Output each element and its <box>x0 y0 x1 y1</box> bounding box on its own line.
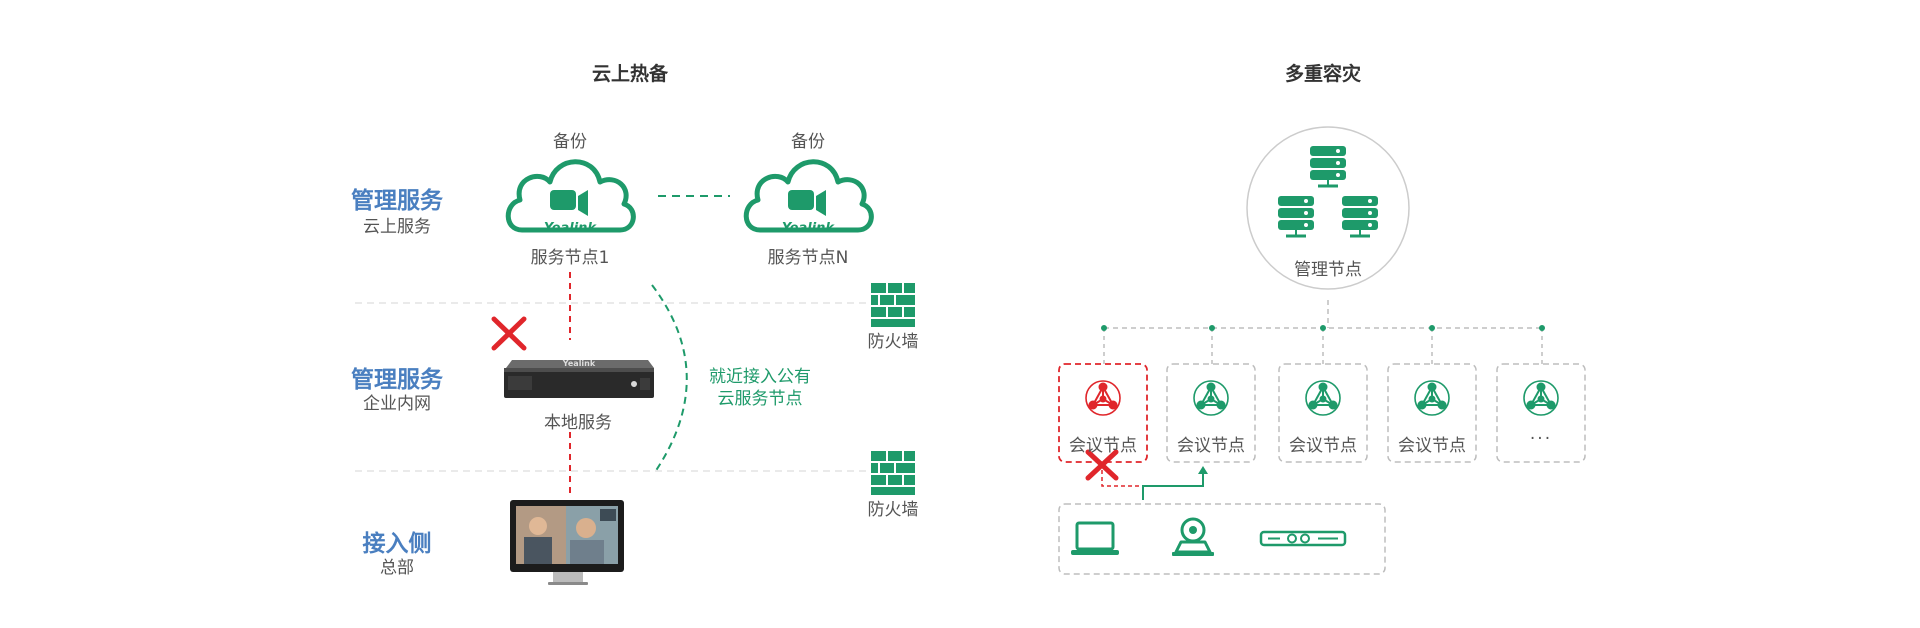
tier-access-sub: 总部 <box>380 558 414 578</box>
server-icon <box>1340 194 1380 238</box>
rack-brand-logo: Yealink <box>562 359 596 368</box>
meeting-node-label: 会议节点 <box>1177 436 1245 456</box>
tier-intranet-main: 管理服务 <box>351 367 443 393</box>
mesh-network-icon <box>1414 380 1450 416</box>
failure-x-icon <box>491 316 527 351</box>
more-nodes-ellipsis: ··· <box>1529 429 1553 449</box>
bus-junctions <box>1101 325 1545 331</box>
cloud-icon <box>746 162 871 230</box>
server-icon <box>1308 144 1348 188</box>
tier-cloud-main: 管理服务 <box>351 188 443 214</box>
mesh-network-icon <box>1305 380 1341 416</box>
right-section-title: 多重容灾 <box>1284 63 1362 85</box>
tier-cloud-sub: 云上服务 <box>363 217 431 237</box>
mesh-network-icon <box>1523 380 1559 416</box>
server-icon <box>1276 194 1316 238</box>
meeting-node-label: 会议节点 <box>1069 436 1137 456</box>
video-bar-icon <box>1259 530 1347 547</box>
firewall-icon <box>870 282 916 328</box>
cloud-brand-logo: Yealink <box>543 221 597 236</box>
endpoint-group-box <box>1058 503 1386 575</box>
failed-connection <box>1101 470 1143 487</box>
tier-access-main: 接入侧 <box>362 531 432 557</box>
rack-server-icon <box>504 360 654 398</box>
tier-intranet-sub: 企业内网 <box>363 394 431 414</box>
firewall-label: 防火墙 <box>867 500 919 520</box>
local-service-label: 本地服务 <box>544 413 612 433</box>
laptop-icon <box>1071 521 1119 555</box>
left-section-title: 云上热备 <box>591 63 669 85</box>
cloud-brand-logo: Yealink <box>781 221 835 236</box>
meeting-node-label: 会议节点 <box>1289 436 1357 456</box>
backup-label: 备份 <box>553 132 587 152</box>
nearest-access-note-line2: 云服务节点 <box>717 389 803 409</box>
monitor-icon <box>510 500 624 585</box>
cloud-icon <box>508 162 633 230</box>
backup-label: 备份 <box>791 132 825 152</box>
ptz-camera-icon <box>1172 517 1214 556</box>
management-node-circle <box>1246 126 1410 290</box>
mesh-network-icon-failed <box>1085 380 1121 416</box>
service-node-n-label: 服务节点N <box>767 248 849 268</box>
failure-x-icon <box>1085 449 1119 481</box>
failover-connection <box>1142 472 1204 500</box>
nearest-access-arc <box>651 284 688 473</box>
mesh-network-icon <box>1193 380 1229 416</box>
firewall-label: 防火墙 <box>867 332 919 352</box>
nearest-access-note-line1: 就近接入公有 <box>709 367 811 387</box>
failover-arrow-icon <box>1198 466 1208 474</box>
service-node-1-label: 服务节点1 <box>530 248 610 268</box>
meeting-node-label: 会议节点 <box>1398 436 1466 456</box>
firewall-icon <box>870 450 916 496</box>
management-node-label: 管理节点 <box>1294 260 1362 280</box>
